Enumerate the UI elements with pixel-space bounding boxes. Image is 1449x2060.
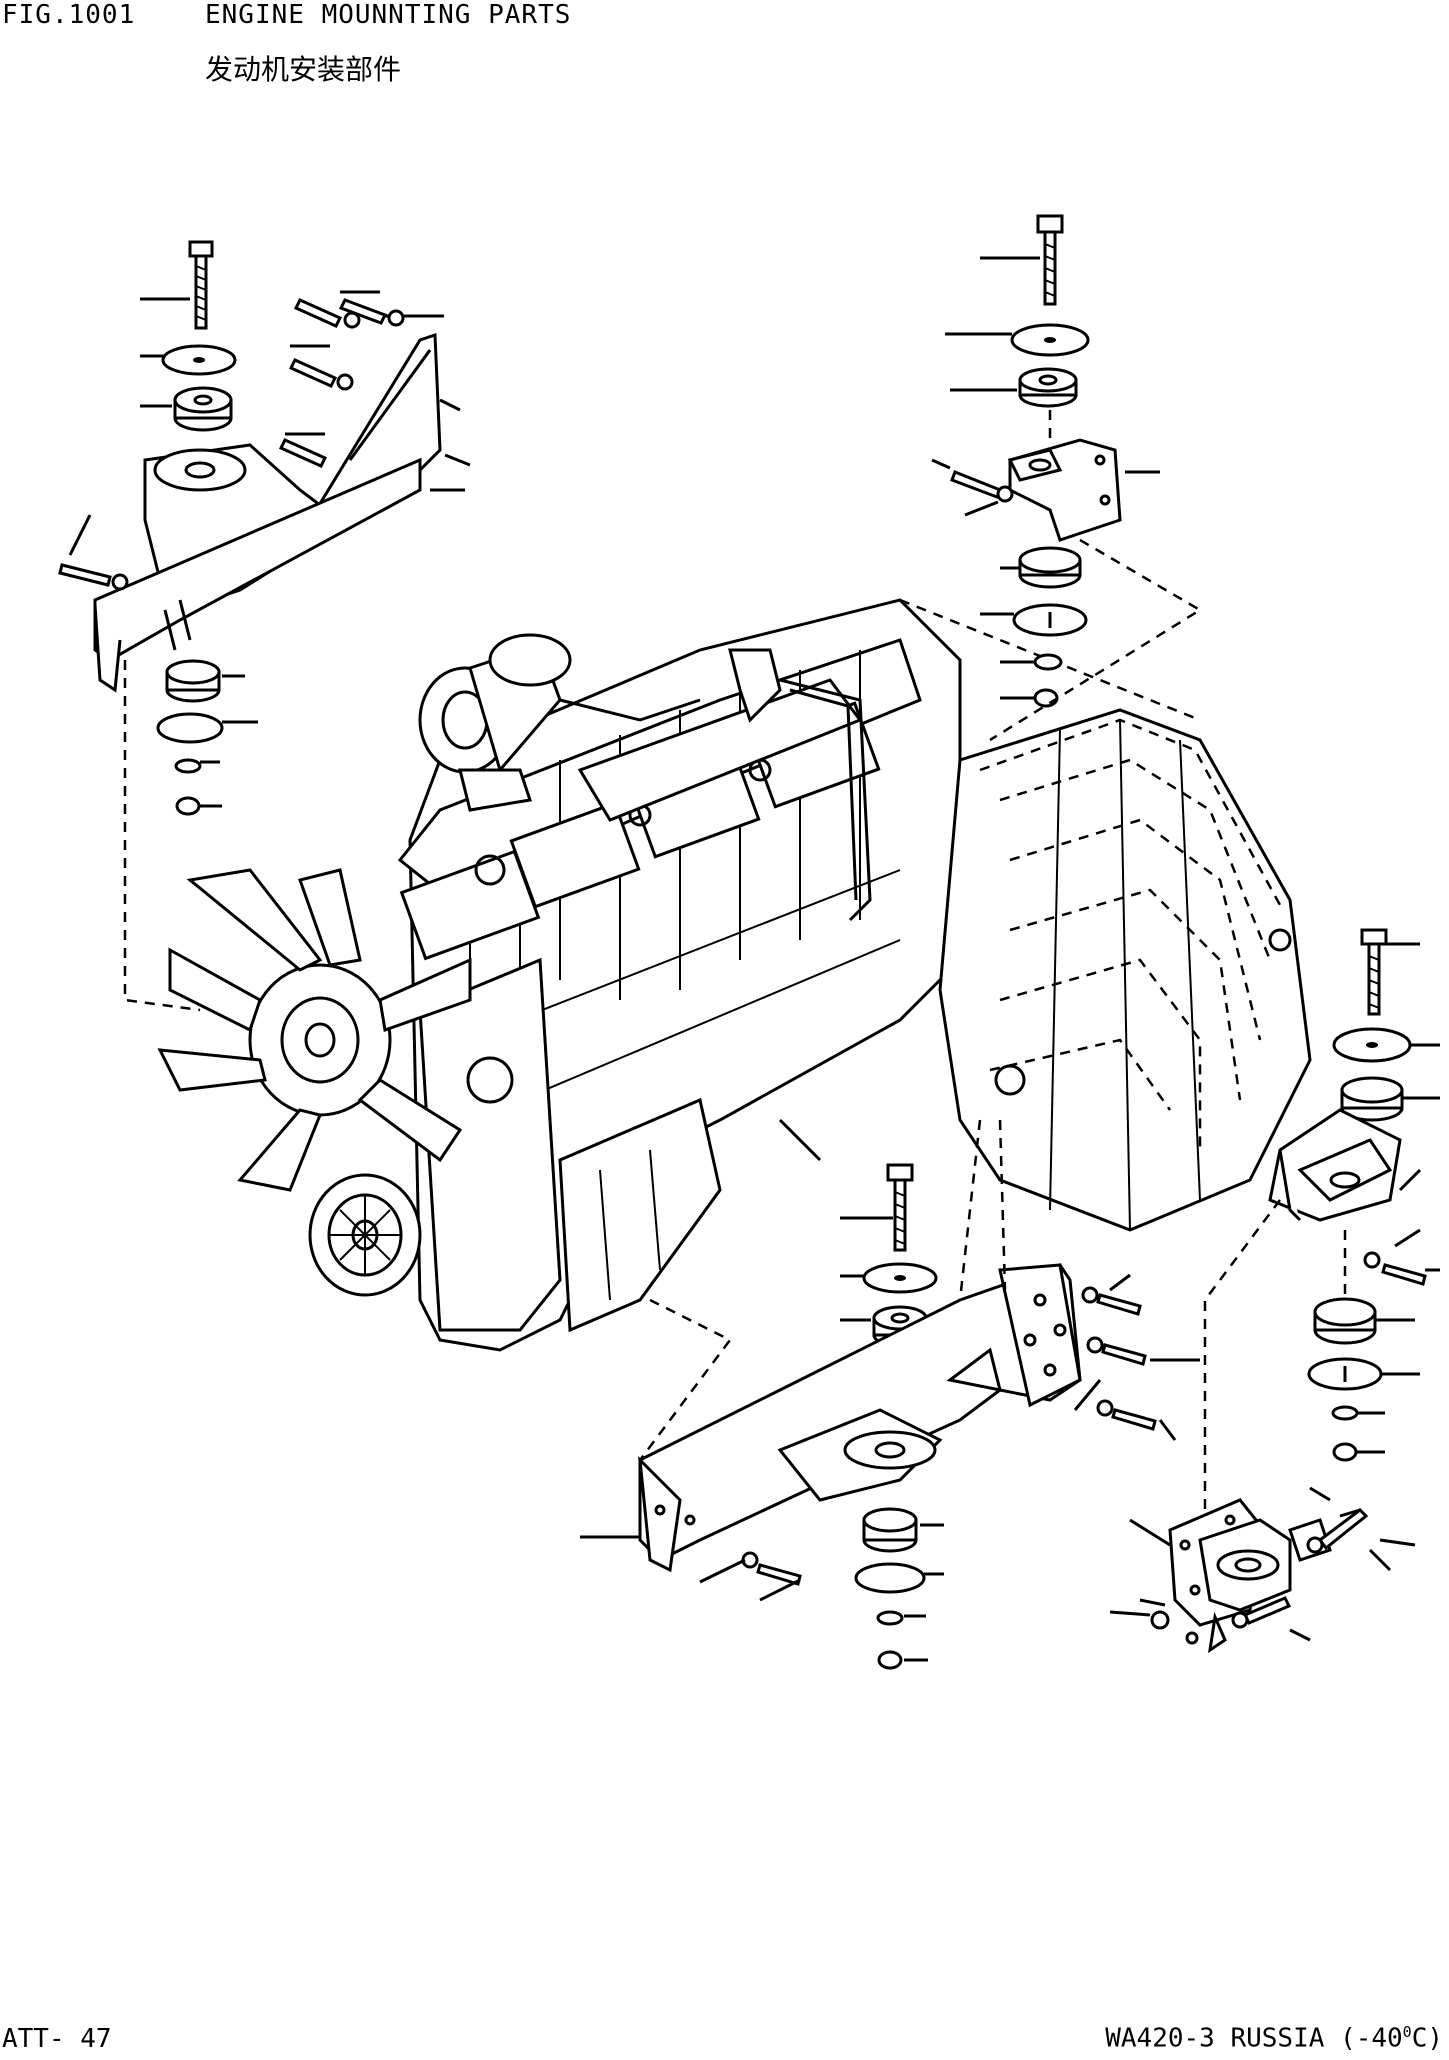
rear-right-mount bbox=[1109, 928, 1440, 1654]
figure-number: FIG.1001 bbox=[2, 0, 136, 30]
engine-assembly bbox=[157, 598, 962, 1352]
figure-title: ENGINE MOUNNTING PARTS bbox=[205, 0, 572, 30]
model-suffix: C) bbox=[1411, 2024, 1443, 2054]
turbocharger bbox=[418, 633, 701, 812]
crank-pulley bbox=[308, 1173, 422, 1297]
model-degree: 0 bbox=[1402, 2023, 1412, 2042]
page-label: ATT- 47 bbox=[2, 2024, 112, 2054]
cooling-fan bbox=[157, 868, 472, 1192]
front-left-mount bbox=[58, 240, 471, 1012]
front-right-mount bbox=[931, 214, 1203, 742]
transmission-assembly bbox=[899, 598, 1312, 1232]
model-prefix: WA420-3 RUSSIA (-40 bbox=[1105, 2024, 1403, 2054]
rear-left-mount bbox=[580, 1119, 1200, 1670]
model-label: WA420-3 RUSSIA (-400C) bbox=[1105, 2023, 1443, 2054]
figure-title-chinese: 发动机安装部件 bbox=[205, 53, 402, 86]
